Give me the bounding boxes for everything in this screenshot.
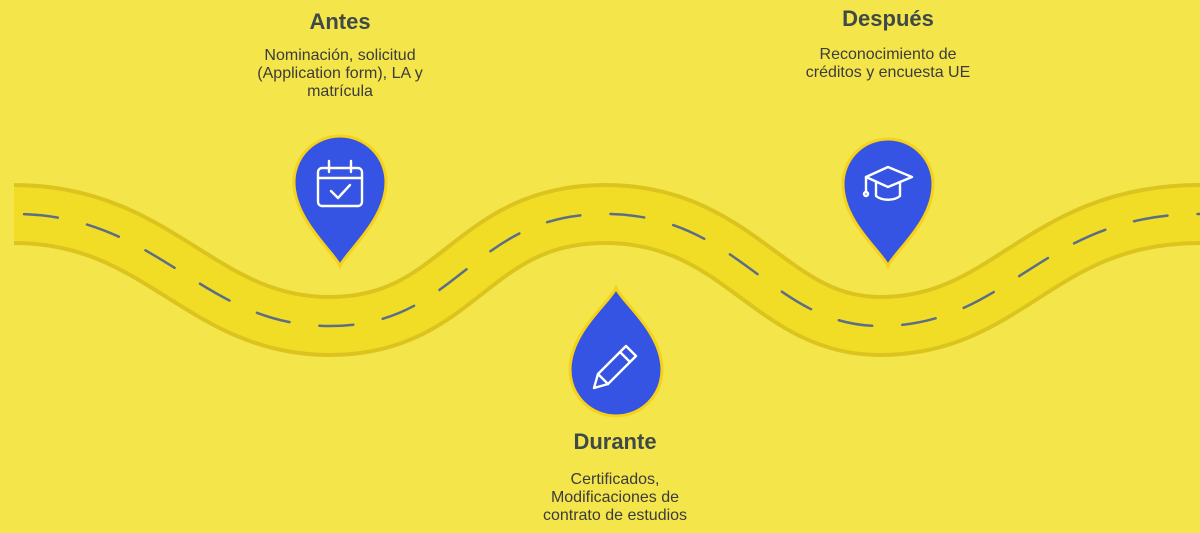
stage-during-title: Durante (573, 429, 657, 454)
pin-before (292, 134, 388, 270)
calendar-check-icon (316, 159, 364, 208)
pencil-icon (592, 344, 638, 390)
pin-before-marker (292, 134, 388, 270)
graduation-cap-icon (862, 165, 914, 201)
stage-after-description: Reconocimiento de créditos y encuesta UE (740, 46, 1036, 82)
stage-before-desc-line: matrícula (307, 83, 373, 100)
pin-during (568, 284, 664, 418)
stage-after-desc-line: créditos y encuesta UE (805, 64, 971, 81)
pin-after-marker (841, 137, 935, 270)
stage-after-desc-line: Reconocimiento de (819, 46, 957, 63)
stage-after-title: Después (842, 6, 934, 31)
stage-before-description: Nominación, solicitud (Application form)… (200, 47, 480, 101)
road-center-dashes (12, 212, 1200, 328)
stage-before-desc-line: Nominación, solicitud (264, 47, 416, 64)
stage-before: Antes Nominación, solicitud (Application… (200, 9, 480, 101)
pin-during-marker (568, 284, 664, 418)
stage-during-description: Certificados, Modificaciones de contrato… (475, 471, 755, 525)
stage-before-title: Antes (309, 9, 371, 34)
stage-during-desc-line: Modificaciones de (550, 489, 680, 506)
stage-during-desc-line: contrato de estudios (542, 507, 688, 524)
stage-during-desc-line: Certificados, (570, 471, 660, 488)
stage-after: Después Reconocimiento de créditos y enc… (740, 6, 1036, 82)
stage-during: Durante Certificados, Modificaciones de … (475, 429, 755, 525)
pin-after (841, 137, 935, 270)
stage-before-desc-line: (Application form), LA y (257, 65, 423, 82)
